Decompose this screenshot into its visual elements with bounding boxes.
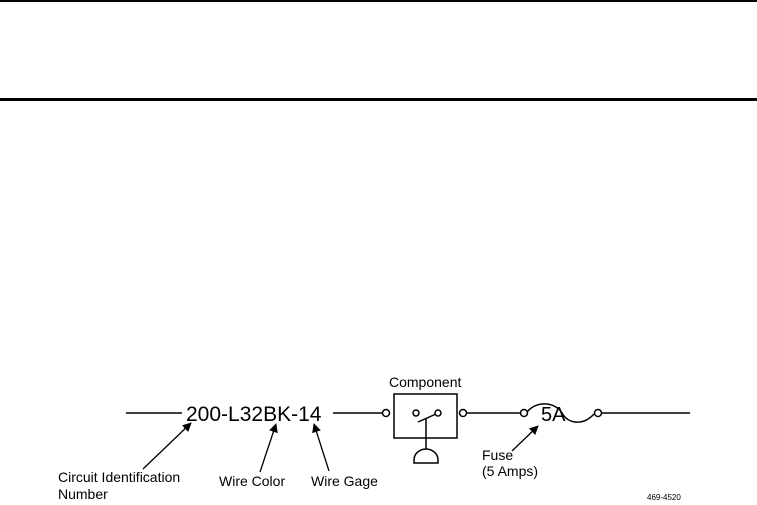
circuit-id-leader-arrow	[142, 422, 192, 470]
fuse-terminal-left	[519, 408, 529, 418]
fuse-terminal-right	[593, 408, 603, 418]
wire-code: 200-L32BK-14	[186, 403, 322, 426]
wire-gage-leader-arrow	[312, 423, 330, 472]
figure-number: 469-4520	[647, 493, 681, 502]
switch-contact-left	[412, 409, 420, 417]
component-label: Component	[389, 374, 461, 390]
circuit-id-label-line2: Number	[58, 486, 108, 502]
wire-color-leader-arrow	[259, 423, 278, 473]
header-bottom-rule	[0, 98, 757, 101]
wire-color-label: Wire Color	[219, 473, 285, 489]
fuse-rating: 5A	[541, 404, 566, 426]
circuit-id-label-line1: Circuit Identification	[58, 469, 180, 485]
fuse-label-line2: (5 Amps)	[482, 463, 538, 479]
wire-gage-label: Wire Gage	[311, 473, 378, 489]
actuator-button	[413, 448, 439, 464]
switch-blade	[417, 413, 437, 423]
component-terminal-left	[381, 408, 391, 418]
top-rule	[0, 0, 757, 2]
fuse-leader-arrow	[511, 425, 539, 452]
switch-contact-right	[434, 409, 442, 417]
fuse-element	[526, 403, 595, 423]
component-terminal-right	[458, 408, 468, 418]
fuse-label-line1: Fuse	[482, 447, 513, 463]
